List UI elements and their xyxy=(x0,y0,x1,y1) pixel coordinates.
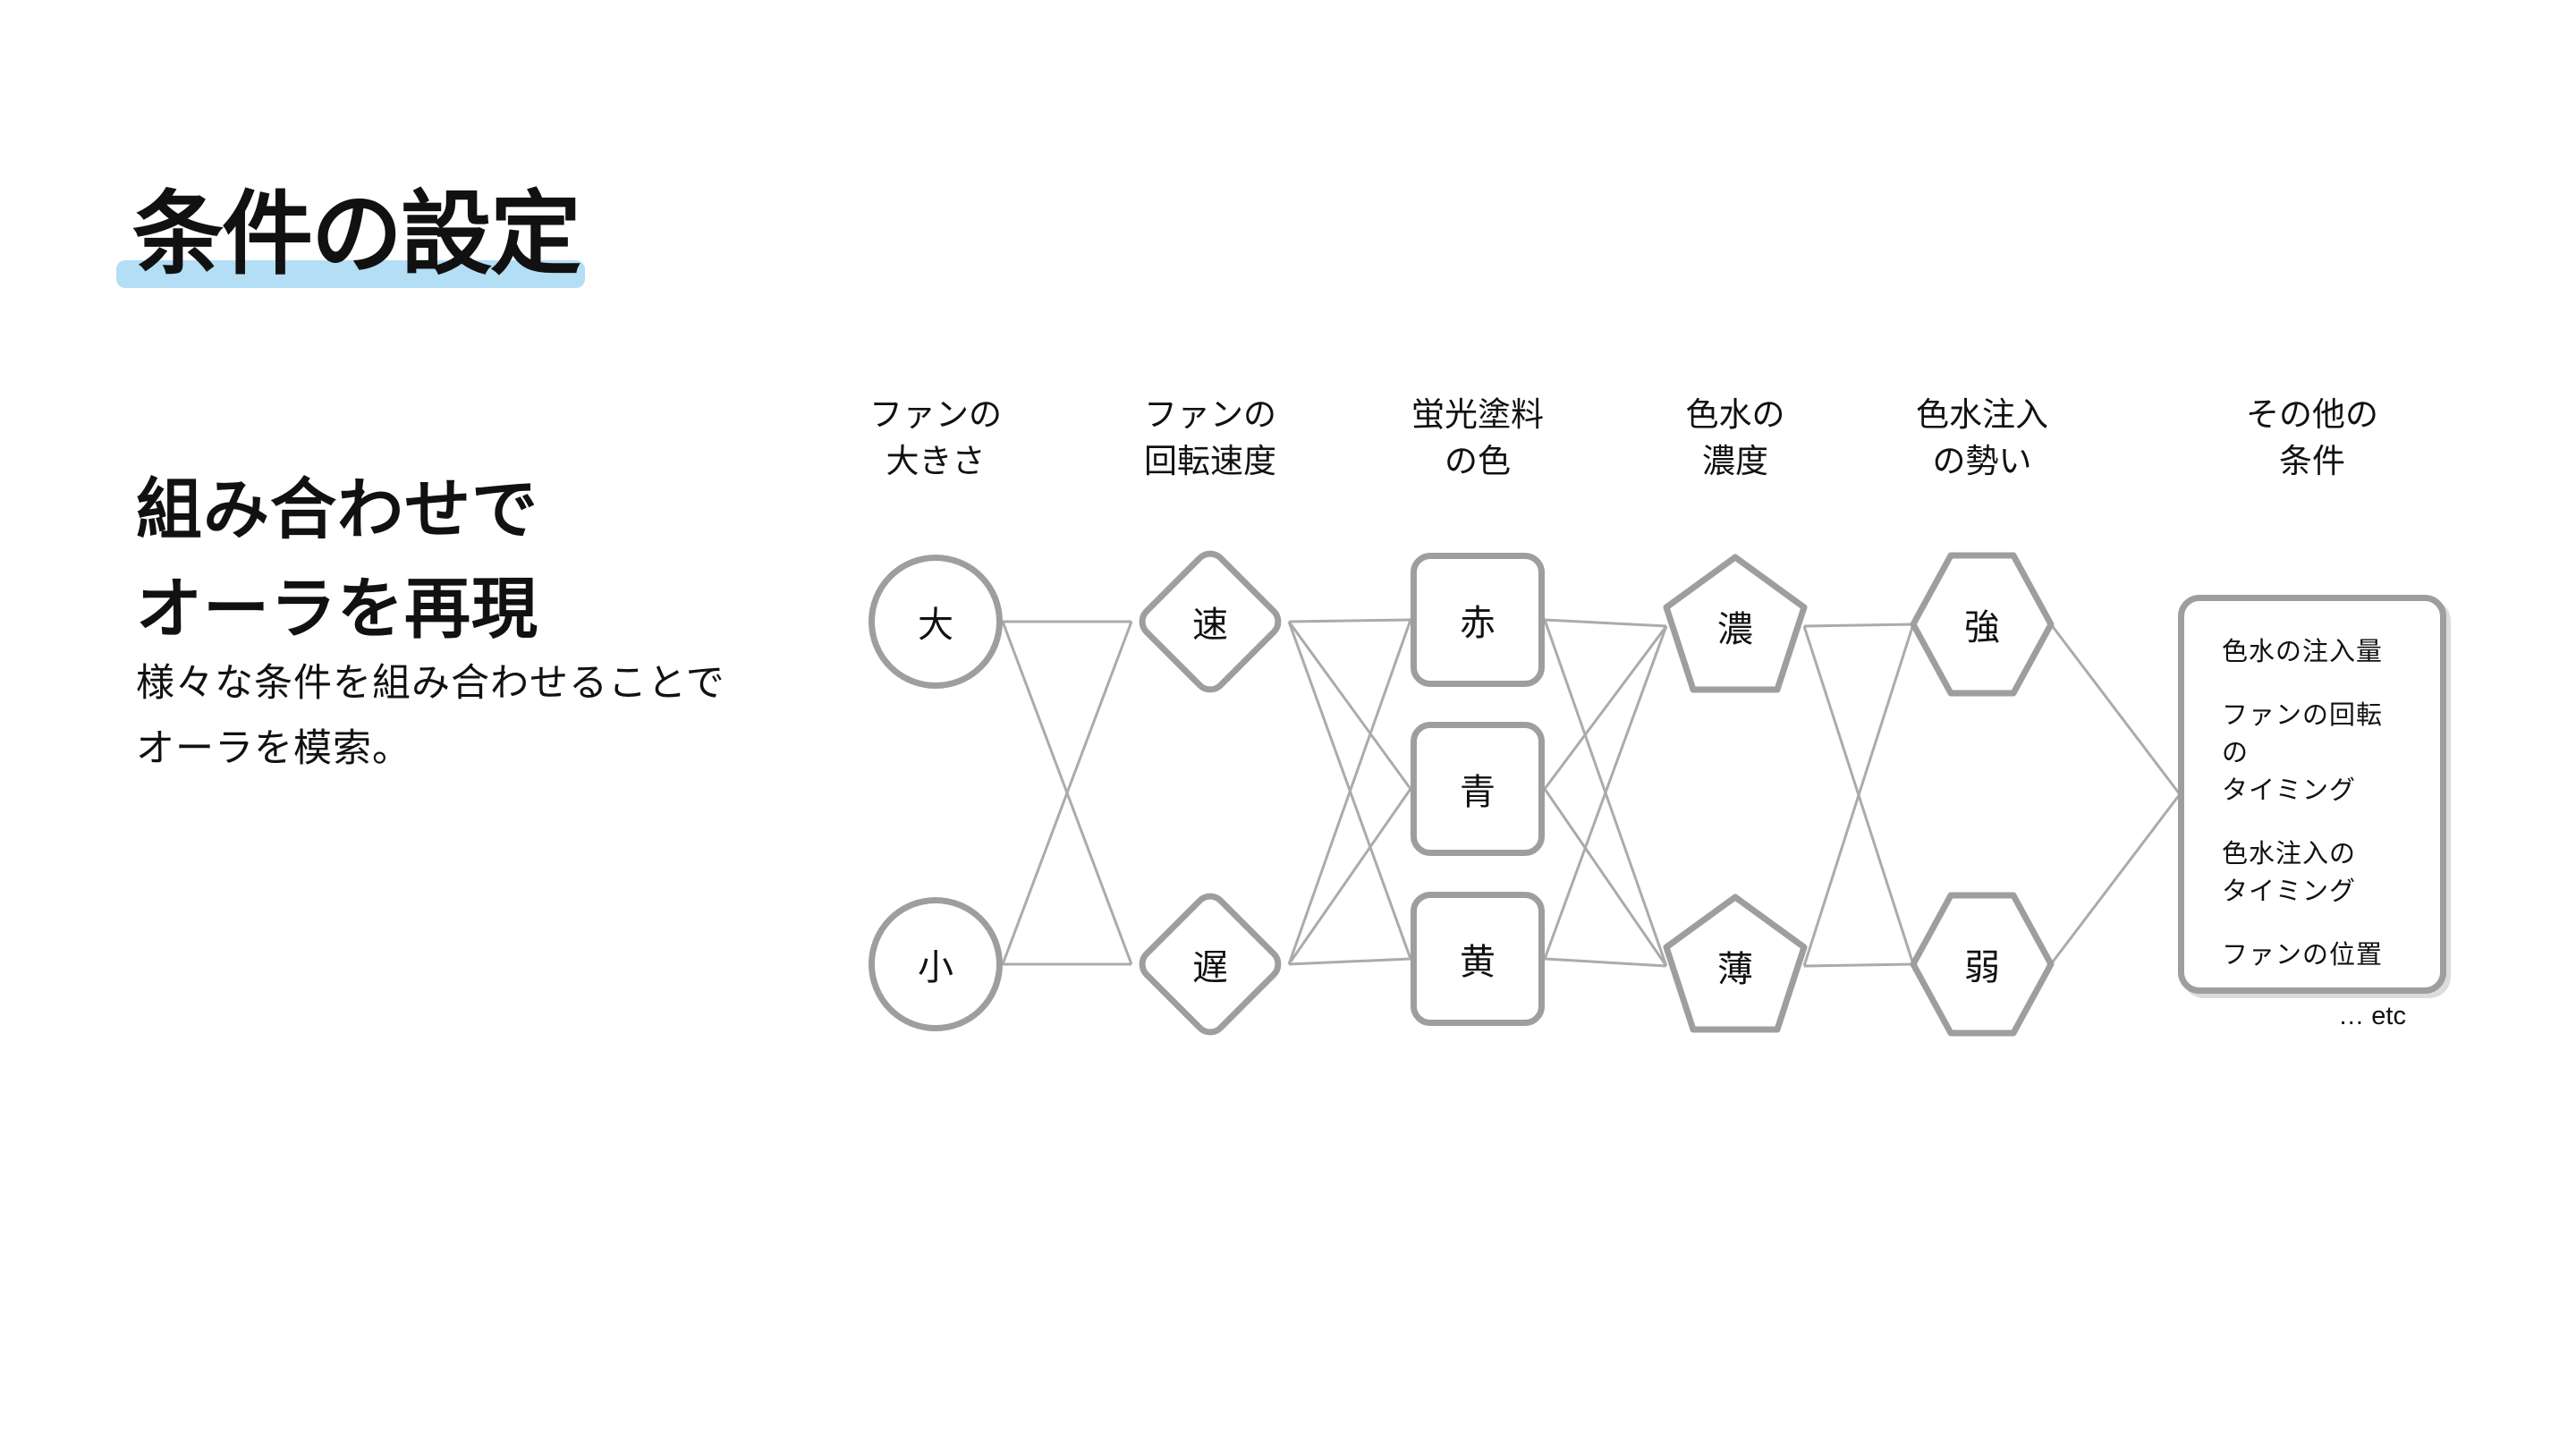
node-label: 弱 xyxy=(1964,948,2000,987)
node-paint-color-1: 青 xyxy=(1411,722,1545,856)
node-injection-force-0: 強 xyxy=(1906,548,2058,700)
column-header-injection-force: 色水注入 の勢い xyxy=(1916,396,2048,479)
edge-line xyxy=(1543,625,1668,790)
node-label: 青 xyxy=(1460,773,1496,812)
node-label: 黄 xyxy=(1460,943,1496,982)
edge-line xyxy=(1287,788,1412,965)
edge-line xyxy=(1802,623,1915,967)
node-fan-speed-1: 遅 xyxy=(1131,886,1289,1043)
edge-line xyxy=(2049,623,2182,795)
box-etc-label: … etc xyxy=(2338,1002,2406,1030)
edge-line xyxy=(1803,962,1914,968)
node-paint-color-2: 黄 xyxy=(1411,892,1545,1026)
box-item-1: ファンの回転の タイミング xyxy=(2222,701,2384,805)
intro-heading: 組み合わせで オーラを再現 xyxy=(136,472,538,646)
circle-shape xyxy=(869,897,1003,1031)
hexagon-shape xyxy=(1910,552,2055,697)
node-label: 赤 xyxy=(1460,604,1496,643)
edge-line xyxy=(1001,621,1133,965)
intro-body: 様々な条件を組み合わせることで オーラを模索。 xyxy=(136,662,725,770)
edge-line xyxy=(1803,623,1914,628)
pentagon-shape xyxy=(1663,554,1808,693)
title-highlight-bar xyxy=(116,260,585,288)
edge-line xyxy=(1288,957,1411,966)
circle-shape xyxy=(869,555,1003,689)
square-shape xyxy=(1411,892,1545,1026)
node-label: 濃 xyxy=(1717,610,1753,649)
edge-line xyxy=(1544,618,1667,628)
node-label: 大 xyxy=(918,606,953,645)
node-injection-force-1: 弱 xyxy=(1906,888,2058,1040)
node-label: 薄 xyxy=(1717,950,1753,989)
edge-line xyxy=(1543,788,1668,967)
box-item-3: ファンの位置 xyxy=(2222,941,2384,970)
node-label: 遅 xyxy=(1192,948,1228,987)
pentagon-shape xyxy=(1663,894,1808,1033)
edge-line xyxy=(1287,619,1412,965)
node-label: 小 xyxy=(918,948,953,987)
column-header-water-density: 色水の 濃度 xyxy=(1685,396,1785,479)
square-shape xyxy=(1411,722,1545,856)
edge-line xyxy=(1543,625,1668,960)
node-water-density-0: 濃 xyxy=(1659,550,1811,702)
node-label: 速 xyxy=(1192,606,1228,645)
box-item-0: 色水の注入量 xyxy=(2222,638,2384,666)
edge-line xyxy=(2049,793,2182,965)
node-label: 強 xyxy=(1964,608,2000,648)
edge-line xyxy=(1287,621,1412,790)
node-paint-color-0: 赤 xyxy=(1411,553,1545,687)
square-shape xyxy=(1411,553,1545,687)
page-title: 条件の設定 xyxy=(132,183,581,285)
other-conditions-box: 色水の注入量ファンの回転の タイミング色水注入の タイミングファンの位置 … et… xyxy=(2178,595,2446,1030)
node-fan-size-0: 大 xyxy=(869,555,1003,689)
edge-line xyxy=(1544,957,1667,968)
node-water-density-1: 薄 xyxy=(1659,890,1811,1042)
box-item-2: 色水注入の タイミング xyxy=(2222,840,2357,906)
column-header-fan-speed: ファンの 回転速度 xyxy=(1144,396,1276,479)
node-fan-speed-0: 速 xyxy=(1131,543,1289,700)
edge-line xyxy=(1288,618,1411,623)
column-header-fan-size: ファンの 大きさ xyxy=(869,396,1002,479)
column-header-paint-color: 蛍光塗料 の色 xyxy=(1411,396,1544,479)
column-header-other-conditions: その他の 条件 xyxy=(2246,396,2378,479)
hexagon-shape xyxy=(1910,892,2055,1037)
node-fan-size-1: 小 xyxy=(869,897,1003,1031)
